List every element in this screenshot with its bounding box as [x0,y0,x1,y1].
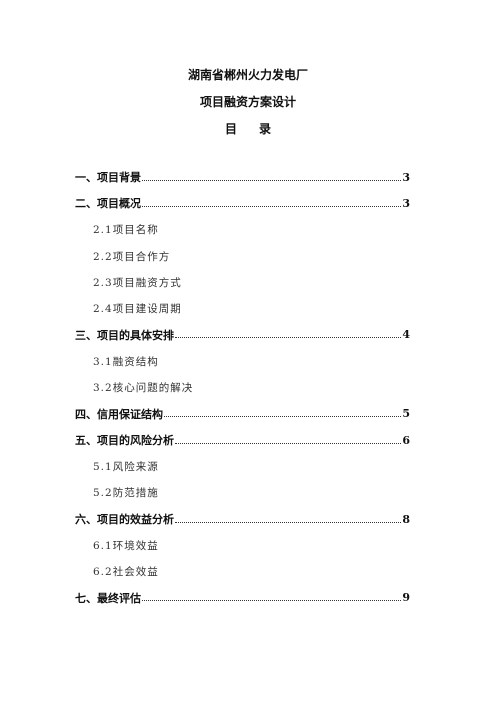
toc-subsection-label: 2.4项目建设周期 [93,303,182,316]
toc-section-entry[interactable]: 二、项目概况 3 [75,190,410,216]
toc-section-label: 一、项目背景 [75,171,141,185]
toc-dot-leader [142,600,402,602]
toc-page-number: 8 [402,512,410,526]
toc-subsection-entry[interactable]: 3.2核心问题的解决 [75,374,410,400]
toc-section-entry[interactable]: 五、项目的风险分析 6 [75,427,410,453]
toc-subsection-label: 5.2防范措施 [93,487,159,500]
document-title: 湖南省郴州火力发电厂 [187,68,308,82]
toc-dot-leader [175,521,402,523]
toc-page-number: 3 [402,196,410,210]
toc-subsection-entry[interactable]: 5.1风险来源 [75,453,410,479]
toc-subsection-entry[interactable]: 2.3项目融资方式 [75,269,410,295]
toc-subsection-entry[interactable]: 2.4项目建设周期 [75,295,410,321]
toc-dot-leader [175,442,402,444]
toc-subsection-label: 2.3项目融资方式 [93,276,182,289]
toc-page-number: 3 [402,170,410,184]
toc-section-label: 四、信用保证结构 [75,407,163,421]
toc-section-label: 六、项目的效益分析 [75,513,174,526]
toc-subsection-label: 5.1风险来源 [93,460,159,473]
toc-section-label: 七、最终评估 [75,591,141,605]
toc-subsection-label: 2.1项目名称 [93,224,159,237]
toc-subsection-entry[interactable]: 3.1融资结构 [75,348,410,374]
toc-dot-leader [142,205,402,207]
toc-dot-leader [164,416,402,418]
toc-subsection-entry[interactable]: 6.1环境效益 [75,532,410,558]
toc-subsection-entry[interactable]: 6.2社会效益 [75,558,410,584]
toc-subsection-label: 3.1融资结构 [93,355,159,368]
toc-section-entry[interactable]: 四、信用保证结构 5 [75,401,410,427]
toc-dot-leader [175,337,402,339]
toc-section-label: 二、项目概况 [75,197,141,211]
toc-section-entry[interactable]: 七、最终评估 9 [75,585,410,611]
toc-subsection-entry[interactable]: 2.2项目合作方 [75,243,410,269]
toc-section-entry[interactable]: 一、项目背景 3 [75,164,410,190]
table-of-contents: 一、项目背景 3 二、项目概况 3 2.1项目名称 2.2项目合作方 2.3项目融资方式 2.… [75,164,410,611]
toc-section-entry[interactable]: 六、项目的效益分析 8 [75,506,410,532]
toc-subsection-entry[interactable]: 5.2防范措施 [75,480,410,506]
toc-section-entry[interactable]: 三、项目的具体安排 4 [75,322,410,348]
toc-page-number: 5 [402,407,410,421]
toc-heading: 目录 [0,122,496,136]
toc-subsection-label: 6.2社会效益 [93,566,159,579]
toc-subsection-entry[interactable]: 2.1项目名称 [75,217,410,243]
toc-heading-right: 录 [259,122,272,136]
toc-section-label: 五、项目的风险分析 [75,434,174,448]
toc-page-number: 9 [402,591,410,605]
toc-subsection-label: 2.2项目合作方 [93,250,171,263]
toc-heading-left: 目 [224,122,237,136]
toc-dot-leader [142,179,402,181]
document-subtitle: 项目融资方案设计 [199,95,296,109]
toc-page-number: 4 [402,328,410,342]
toc-section-label: 三、项目的具体安排 [75,328,174,342]
toc-subsection-label: 6.1环境效益 [93,539,159,552]
toc-subsection-label: 3.2核心问题的解决 [93,382,194,395]
toc-page-number: 6 [402,433,410,447]
